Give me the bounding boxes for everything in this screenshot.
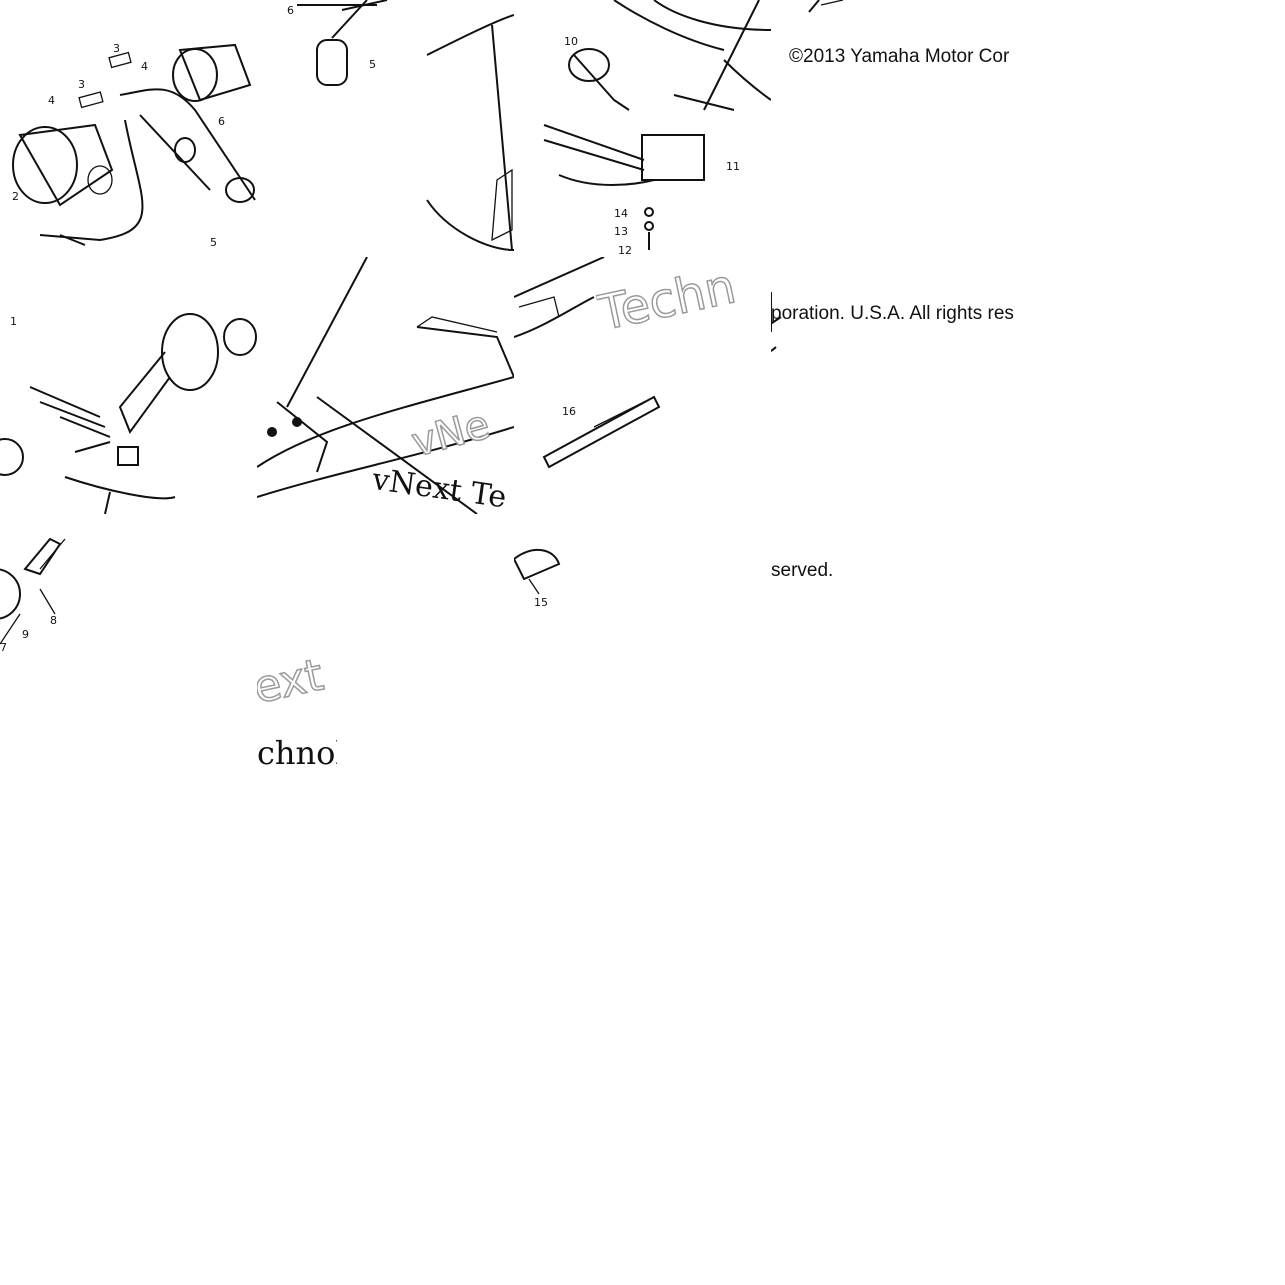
- callout-15: 15: [534, 596, 548, 609]
- callout-10: 10: [564, 35, 578, 48]
- callout-7: 7: [0, 641, 7, 654]
- diagram-tile-harness: 1: [0, 257, 257, 514]
- copyright-line-2: poration. U.S.A. All rights res: [771, 303, 1014, 324]
- callout-8: 8: [50, 614, 57, 627]
- watermark-outline-ext: ext: [257, 656, 328, 714]
- callout-3b: 3: [78, 78, 85, 91]
- callout-3a: 3: [113, 42, 120, 55]
- diagram-tile-bottom-right: served.: [771, 514, 1028, 614]
- callout-16: 16: [562, 405, 576, 418]
- diagram-tile-cdi-unit: 10 11 14 13 12: [514, 0, 771, 257]
- callout-4b: 4: [48, 94, 55, 107]
- copyright-line-3: served.: [771, 560, 834, 581]
- callout-4a: 4: [141, 60, 148, 73]
- callout-6a: 6: [218, 115, 225, 128]
- callout-14: 14: [614, 207, 628, 220]
- callout-11: 11: [726, 160, 740, 173]
- watermark-chnol: chnol: [257, 734, 337, 772]
- plug-cap-drawing: 6 5: [287, 0, 514, 251]
- callout-5b: 5: [369, 58, 376, 71]
- diagram-tile-mid-right: poration. U.S.A. All rights res: [771, 257, 1028, 514]
- headlight-drawing: 7 9 8: [0, 537, 66, 654]
- callout-6b: 6: [287, 4, 294, 17]
- copyright-line-1: ©2013 Yamaha Motor Cor: [789, 46, 1010, 67]
- callout-9: 9: [22, 628, 29, 641]
- ignition-coil-drawing: 3 4 4 3 2 6 5: [12, 42, 256, 249]
- callout-12: 12: [618, 244, 632, 257]
- diagram-tile-watermark-bottom: ext chnol: [257, 656, 337, 776]
- diagram-tile-seat: vNext Te vNe: [257, 257, 514, 514]
- callout-2: 2: [12, 190, 19, 203]
- bracket-drawing: 15: [514, 549, 561, 609]
- cdi-unit-drawing: 10 11 14 13 12: [543, 0, 771, 257]
- wire-harness-drawing: 1: [0, 313, 257, 514]
- diagram-tile-plug-cap: 6 5: [257, 0, 514, 257]
- seat-drawing: [257, 257, 514, 514]
- callout-13: 13: [614, 225, 628, 238]
- diagram-tile-bracket: 15: [514, 514, 771, 614]
- diagram-tile-strap: 16 Techn: [514, 257, 771, 514]
- diagram-tile-ignition-coils: 3 4 4 3 2 6 5: [0, 0, 257, 257]
- callout-1: 1: [10, 315, 17, 328]
- strap-drawing: 16: [514, 257, 661, 469]
- diagram-tile-top-right: ©2013 Yamaha Motor Cor: [771, 0, 1028, 257]
- cable-drawing: [771, 292, 782, 353]
- diagram-tile-headlight: 7 9 8: [0, 514, 257, 656]
- cowl-edge-drawing: [808, 0, 844, 13]
- callout-5a: 5: [210, 236, 217, 249]
